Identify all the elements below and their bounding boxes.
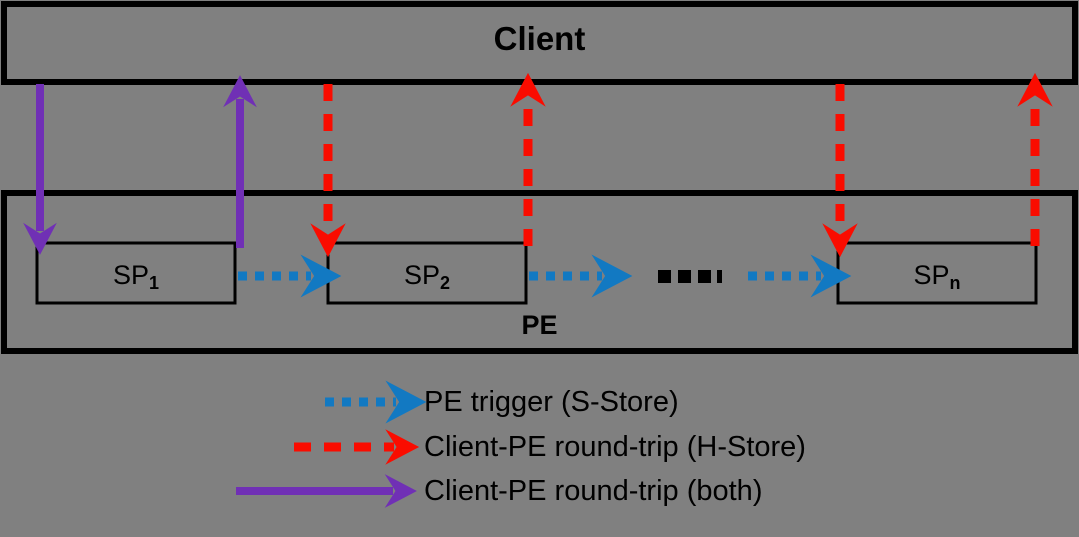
sp-n-box — [836, 241, 1038, 305]
sp-1-box — [35, 241, 237, 305]
sp-2-box — [326, 241, 528, 305]
legend-label-both: Client-PE round-trip (both) — [424, 475, 763, 507]
legend-label-hstore: Client-PE round-trip (H-Store) — [424, 431, 806, 463]
client-box — [1, 1, 1078, 85]
ellipsis-dots — [658, 270, 722, 283]
legend-label-pe-trigger: PE trigger (S-Store) — [424, 386, 679, 418]
